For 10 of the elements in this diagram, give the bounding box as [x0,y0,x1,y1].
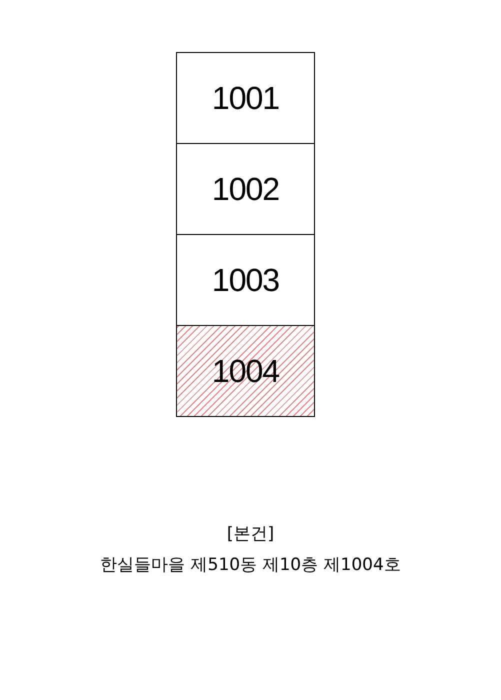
unit-number: 1001 [212,80,280,116]
unit-number: 1004 [212,352,280,390]
subject-label: [본건] [226,524,274,544]
unit-number: 1002 [212,170,280,208]
unit-box [176,234,315,326]
hatched-unit-box [176,325,315,417]
address-text: 한실들마을 제510동 제10층 제1004호 [100,555,401,575]
unit-box [176,52,315,144]
unit-number: 1003 [212,262,280,298]
unit-box [176,143,315,235]
